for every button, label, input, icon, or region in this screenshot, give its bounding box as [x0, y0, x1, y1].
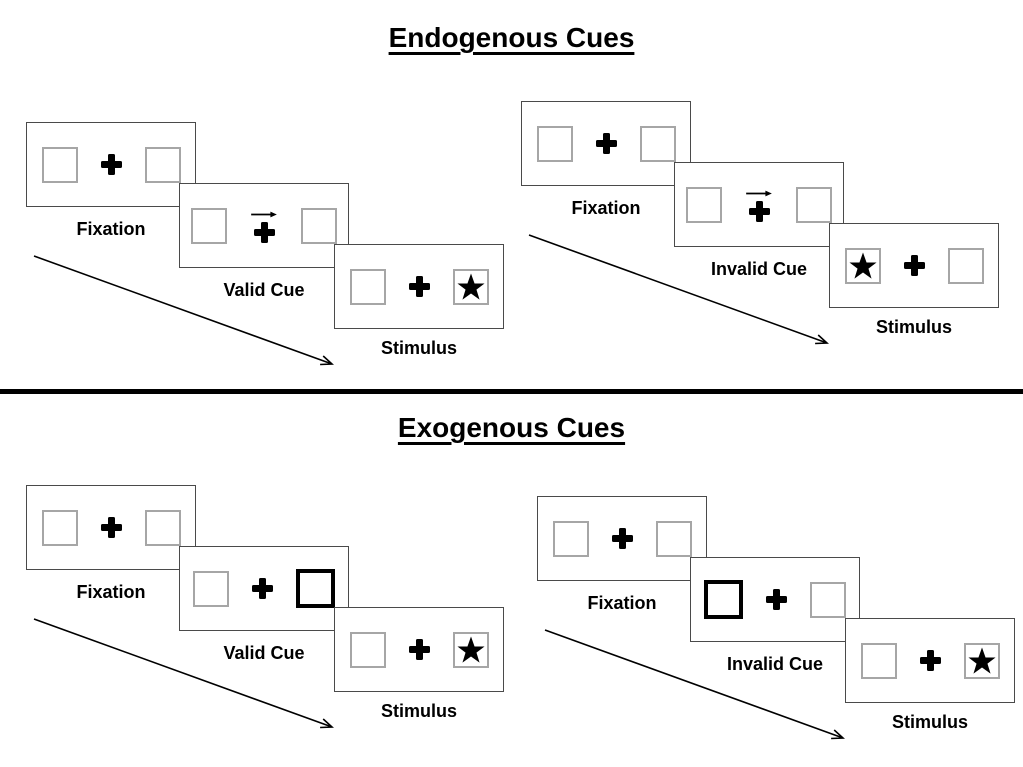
- time-arrow-icon: [528, 234, 829, 345]
- star-icon: [456, 273, 485, 300]
- frame-label: Fixation: [587, 593, 657, 613]
- plus-icon: [100, 517, 122, 538]
- plus-icon: [748, 200, 770, 222]
- stimulus-panel: [334, 244, 504, 329]
- left-placeholder-box: [349, 631, 386, 668]
- plus-icon: [408, 639, 430, 660]
- star-icon: [456, 636, 485, 663]
- right-placeholder-box: [796, 186, 832, 223]
- time-arrow-icon: [33, 255, 334, 366]
- frame-label: Valid Cue: [223, 280, 305, 300]
- section-title-endogenous: Endogenous Cues: [388, 22, 635, 53]
- left-placeholder-box: [193, 570, 229, 607]
- time-arrow-icon: [544, 629, 845, 740]
- trial-endogenous-invalid: Fixation Invalid Cue Stimulus: [521, 101, 1023, 373]
- fixation-cross-area: [408, 276, 430, 297]
- right-placeholder-box: [810, 581, 846, 618]
- fixation-cross-area: [595, 133, 617, 154]
- fixation-panel: [537, 496, 707, 581]
- right-placeholder-box: [296, 569, 335, 608]
- left-placeholder-box: [552, 520, 589, 557]
- stimulus-panel: [829, 223, 999, 308]
- fixation-cross-area: [250, 209, 278, 243]
- right-placeholder-box: [144, 146, 181, 183]
- stimulus-panel: [845, 618, 1015, 703]
- plus-icon: [766, 589, 787, 610]
- fixation-panel: [26, 485, 196, 570]
- right-placeholder-box: [947, 247, 984, 284]
- right-placeholder-box: [452, 268, 489, 305]
- fixation-panel: [521, 101, 691, 186]
- fixation-cross-area: [611, 528, 633, 549]
- plus-icon: [903, 255, 925, 276]
- plus-icon: [252, 578, 273, 599]
- frame-label: Valid Cue: [223, 643, 305, 663]
- cue-panel: [179, 183, 349, 268]
- left-placeholder-box: [704, 580, 743, 619]
- trial-exogenous-invalid: Fixation Invalid Cue Stimulus: [537, 496, 1023, 767]
- frame-label: Invalid Cue: [726, 654, 824, 674]
- cue-panel: [674, 162, 844, 247]
- left-placeholder-box: [686, 186, 722, 223]
- star-icon: [848, 252, 877, 279]
- plus-icon: [595, 133, 617, 154]
- right-placeholder-box: [452, 631, 489, 668]
- left-placeholder-box: [41, 146, 78, 183]
- star-icon: [967, 647, 996, 674]
- fixation-panel: [26, 122, 196, 207]
- left-placeholder-box: [349, 268, 386, 305]
- trial-endogenous-valid: Fixation Valid Cue Stimulus: [26, 122, 538, 394]
- cue-panel: [690, 557, 860, 642]
- left-placeholder-box: [41, 509, 78, 546]
- frame-label: Invalid Cue: [710, 259, 808, 279]
- plus-icon: [611, 528, 633, 549]
- time-arrow-icon: [33, 618, 334, 729]
- arrow-right-icon: [746, 190, 772, 196]
- right-placeholder-box: [301, 207, 337, 244]
- fixation-cross-area: [766, 589, 787, 610]
- right-placeholder-box: [963, 642, 1000, 679]
- right-placeholder-box: [144, 509, 181, 546]
- stimulus-panel: [334, 607, 504, 692]
- section-title-exogenous: Exogenous Cues: [397, 412, 626, 443]
- fixation-cross-area: [100, 517, 122, 538]
- frame-label: Stimulus: [891, 712, 968, 732]
- left-placeholder-box: [844, 247, 881, 284]
- fixation-cross-area: [745, 188, 773, 222]
- fixation-cross-area: [408, 639, 430, 660]
- frame-label: Fixation: [76, 219, 146, 239]
- right-placeholder-box: [655, 520, 692, 557]
- frame-label: Stimulus: [380, 701, 457, 721]
- section-divider: [0, 389, 1023, 394]
- fixation-cross-area: [903, 255, 925, 276]
- frame-label: Fixation: [76, 582, 146, 602]
- plus-icon: [100, 154, 122, 175]
- left-placeholder-box: [536, 125, 573, 162]
- cue-panel: [179, 546, 349, 631]
- frame-label: Stimulus: [875, 317, 952, 337]
- right-placeholder-box: [639, 125, 676, 162]
- left-placeholder-box: [860, 642, 897, 679]
- arrow-right-icon: [251, 211, 277, 217]
- fixation-cross-area: [252, 578, 273, 599]
- plus-icon: [408, 276, 430, 297]
- fixation-cross-area: [100, 154, 122, 175]
- frame-label: Fixation: [571, 198, 641, 218]
- trial-exogenous-valid: Fixation Valid Cue Stimulus: [26, 485, 538, 757]
- left-placeholder-box: [191, 207, 227, 244]
- frame-label: Stimulus: [380, 338, 457, 358]
- plus-icon: [919, 650, 941, 671]
- fixation-cross-area: [919, 650, 941, 671]
- plus-icon: [253, 221, 275, 243]
